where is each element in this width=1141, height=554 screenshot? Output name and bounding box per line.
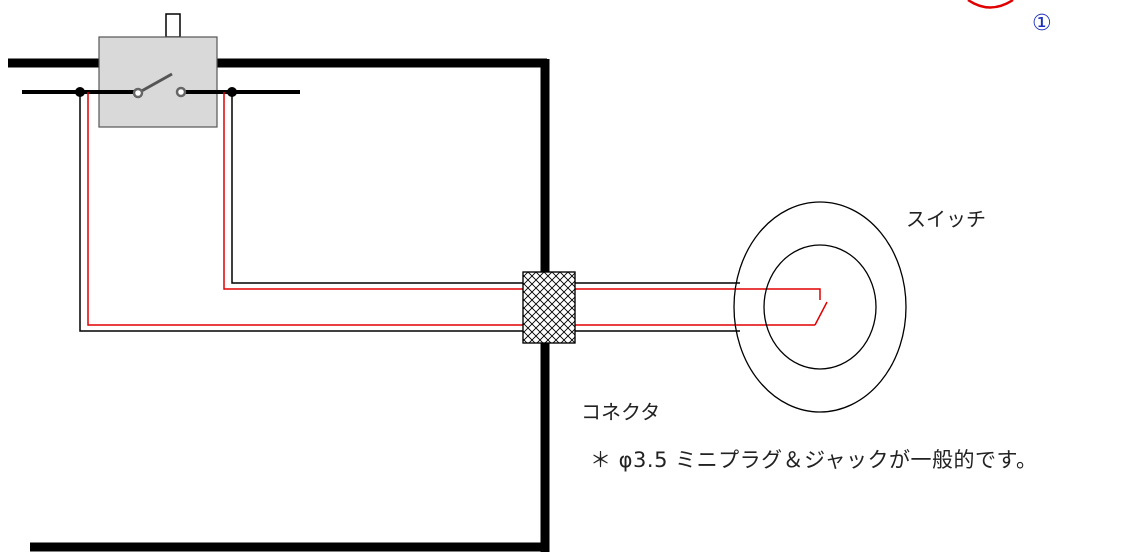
wire-inner-red — [223, 92, 821, 300]
switch-outer-ring — [733, 201, 907, 413]
switch-blade — [137, 72, 173, 95]
connector-hatch — [522, 271, 576, 344]
switch-contact-left — [132, 87, 144, 99]
marker-circle-arc — [967, 0, 1014, 9]
wire-inner-black — [231, 92, 740, 284]
step-marker: ① — [1032, 11, 1052, 36]
switch-button — [763, 244, 877, 370]
switch-contact-right — [175, 86, 187, 98]
note-text: ＊ φ3.5 ミニプラグ＆ジャックが一般的です。 — [590, 448, 1038, 472]
switch-label: スイッチ — [906, 207, 986, 231]
wire-pair-outer — [79, 92, 815, 332]
external-switch-blade — [814, 301, 828, 326]
mounted-switch — [22, 13, 300, 128]
enclosure-frame — [8, 58, 550, 552]
switch-actuator — [165, 13, 181, 38]
wire-outer-black — [79, 92, 740, 332]
external-switch — [733, 201, 907, 413]
connector-label: コネクタ — [581, 400, 661, 424]
wire-pair-inner — [223, 92, 821, 300]
